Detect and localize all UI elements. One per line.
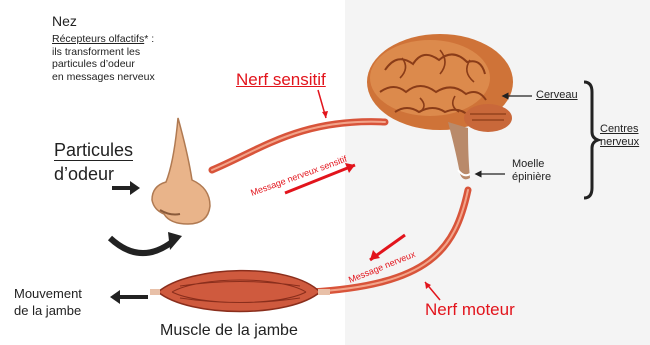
nose bbox=[152, 118, 210, 224]
receptors-label: Récepteurs olfactifs bbox=[52, 33, 144, 45]
centres-label: Centres nerveux bbox=[600, 123, 639, 149]
motor-nerve-label: Nerf moteur bbox=[425, 300, 515, 320]
movement-label: Mouvement de la jambe bbox=[14, 285, 82, 319]
nose-title: Nez bbox=[52, 13, 77, 29]
sensory-message-label: Message nerveux sensitif bbox=[249, 154, 348, 198]
particles-label: Particules d’odeur bbox=[54, 138, 133, 186]
sensory-nerve-label: Nerf sensitif bbox=[236, 70, 326, 90]
nose-description: Récepteurs olfactifs* : ils transforment… bbox=[52, 33, 155, 83]
spinal-cord-label: Moelle épinière bbox=[512, 158, 551, 184]
brain-label: Cerveau bbox=[536, 89, 578, 101]
muscle-label: Muscle de la jambe bbox=[160, 322, 298, 340]
airflow-curve-arrow bbox=[110, 238, 172, 253]
leg-muscle bbox=[150, 271, 330, 312]
